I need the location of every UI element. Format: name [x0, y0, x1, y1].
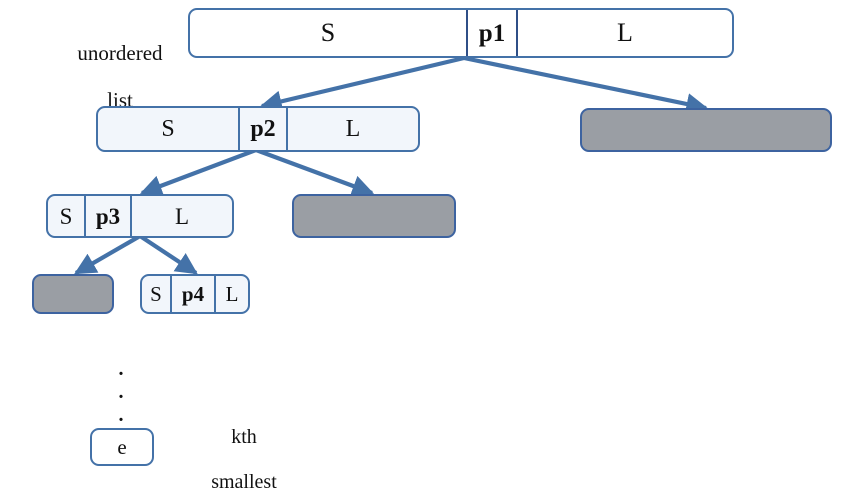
arrow-p3-to-right — [138, 234, 198, 275]
l2-cell-l: L — [345, 116, 361, 142]
ellipsis-dot-1: . — [118, 358, 124, 380]
right-discarded-3[interactable] — [292, 194, 456, 238]
ellipsis-dot-3: . — [118, 404, 124, 426]
l4-cell-l: L — [225, 281, 239, 306]
left-discarded-4[interactable] — [32, 274, 114, 314]
left-sublist-2[interactable]: S p2 L — [96, 106, 420, 152]
unordered-list-label-line2: list — [107, 87, 133, 112]
l4-cell-pivot-p4[interactable]: p4 — [172, 276, 216, 312]
arrow-p1-to-left — [259, 55, 465, 113]
caption-line2: smallest — [211, 471, 277, 488]
arrow-p1-to-right — [463, 55, 709, 115]
l2-cell-pivot-p2[interactable]: p2 — [240, 108, 288, 150]
arrow-p2-to-right — [255, 148, 375, 197]
l4-cell-s: S — [142, 276, 172, 312]
final-element-label: e — [117, 434, 127, 459]
root-cell-pivot-p1[interactable]: p1 — [466, 10, 518, 56]
left-sublist-3[interactable]: S p3 L — [46, 194, 234, 238]
caption-line1: kth — [231, 426, 257, 449]
vertical-ellipsis: . . . — [96, 358, 146, 427]
root-list[interactable]: S p1 L — [188, 8, 734, 58]
unordered-list-label: unordered list — [58, 18, 182, 136]
root-cell-s: S — [320, 18, 336, 47]
right-sublist-4[interactable]: S p4 L — [140, 274, 250, 314]
ellipsis-dot-2: . — [118, 381, 124, 403]
arrow-p3-to-left — [74, 234, 142, 275]
right-discarded-2[interactable] — [580, 108, 832, 152]
l3-cell-pivot-p3[interactable]: p3 — [86, 196, 132, 236]
arrow-p2-to-left — [139, 148, 257, 197]
root-cell-l: L — [617, 18, 633, 47]
kth-smallest-element-caption: kth smallest element — [182, 404, 306, 488]
unordered-list-label-line1: unordered — [77, 40, 163, 65]
l3-cell-l: L — [174, 203, 190, 229]
final-element[interactable]: e — [90, 428, 154, 466]
l3-cell-s: S — [48, 196, 86, 236]
l2-cell-s: S — [98, 108, 240, 150]
